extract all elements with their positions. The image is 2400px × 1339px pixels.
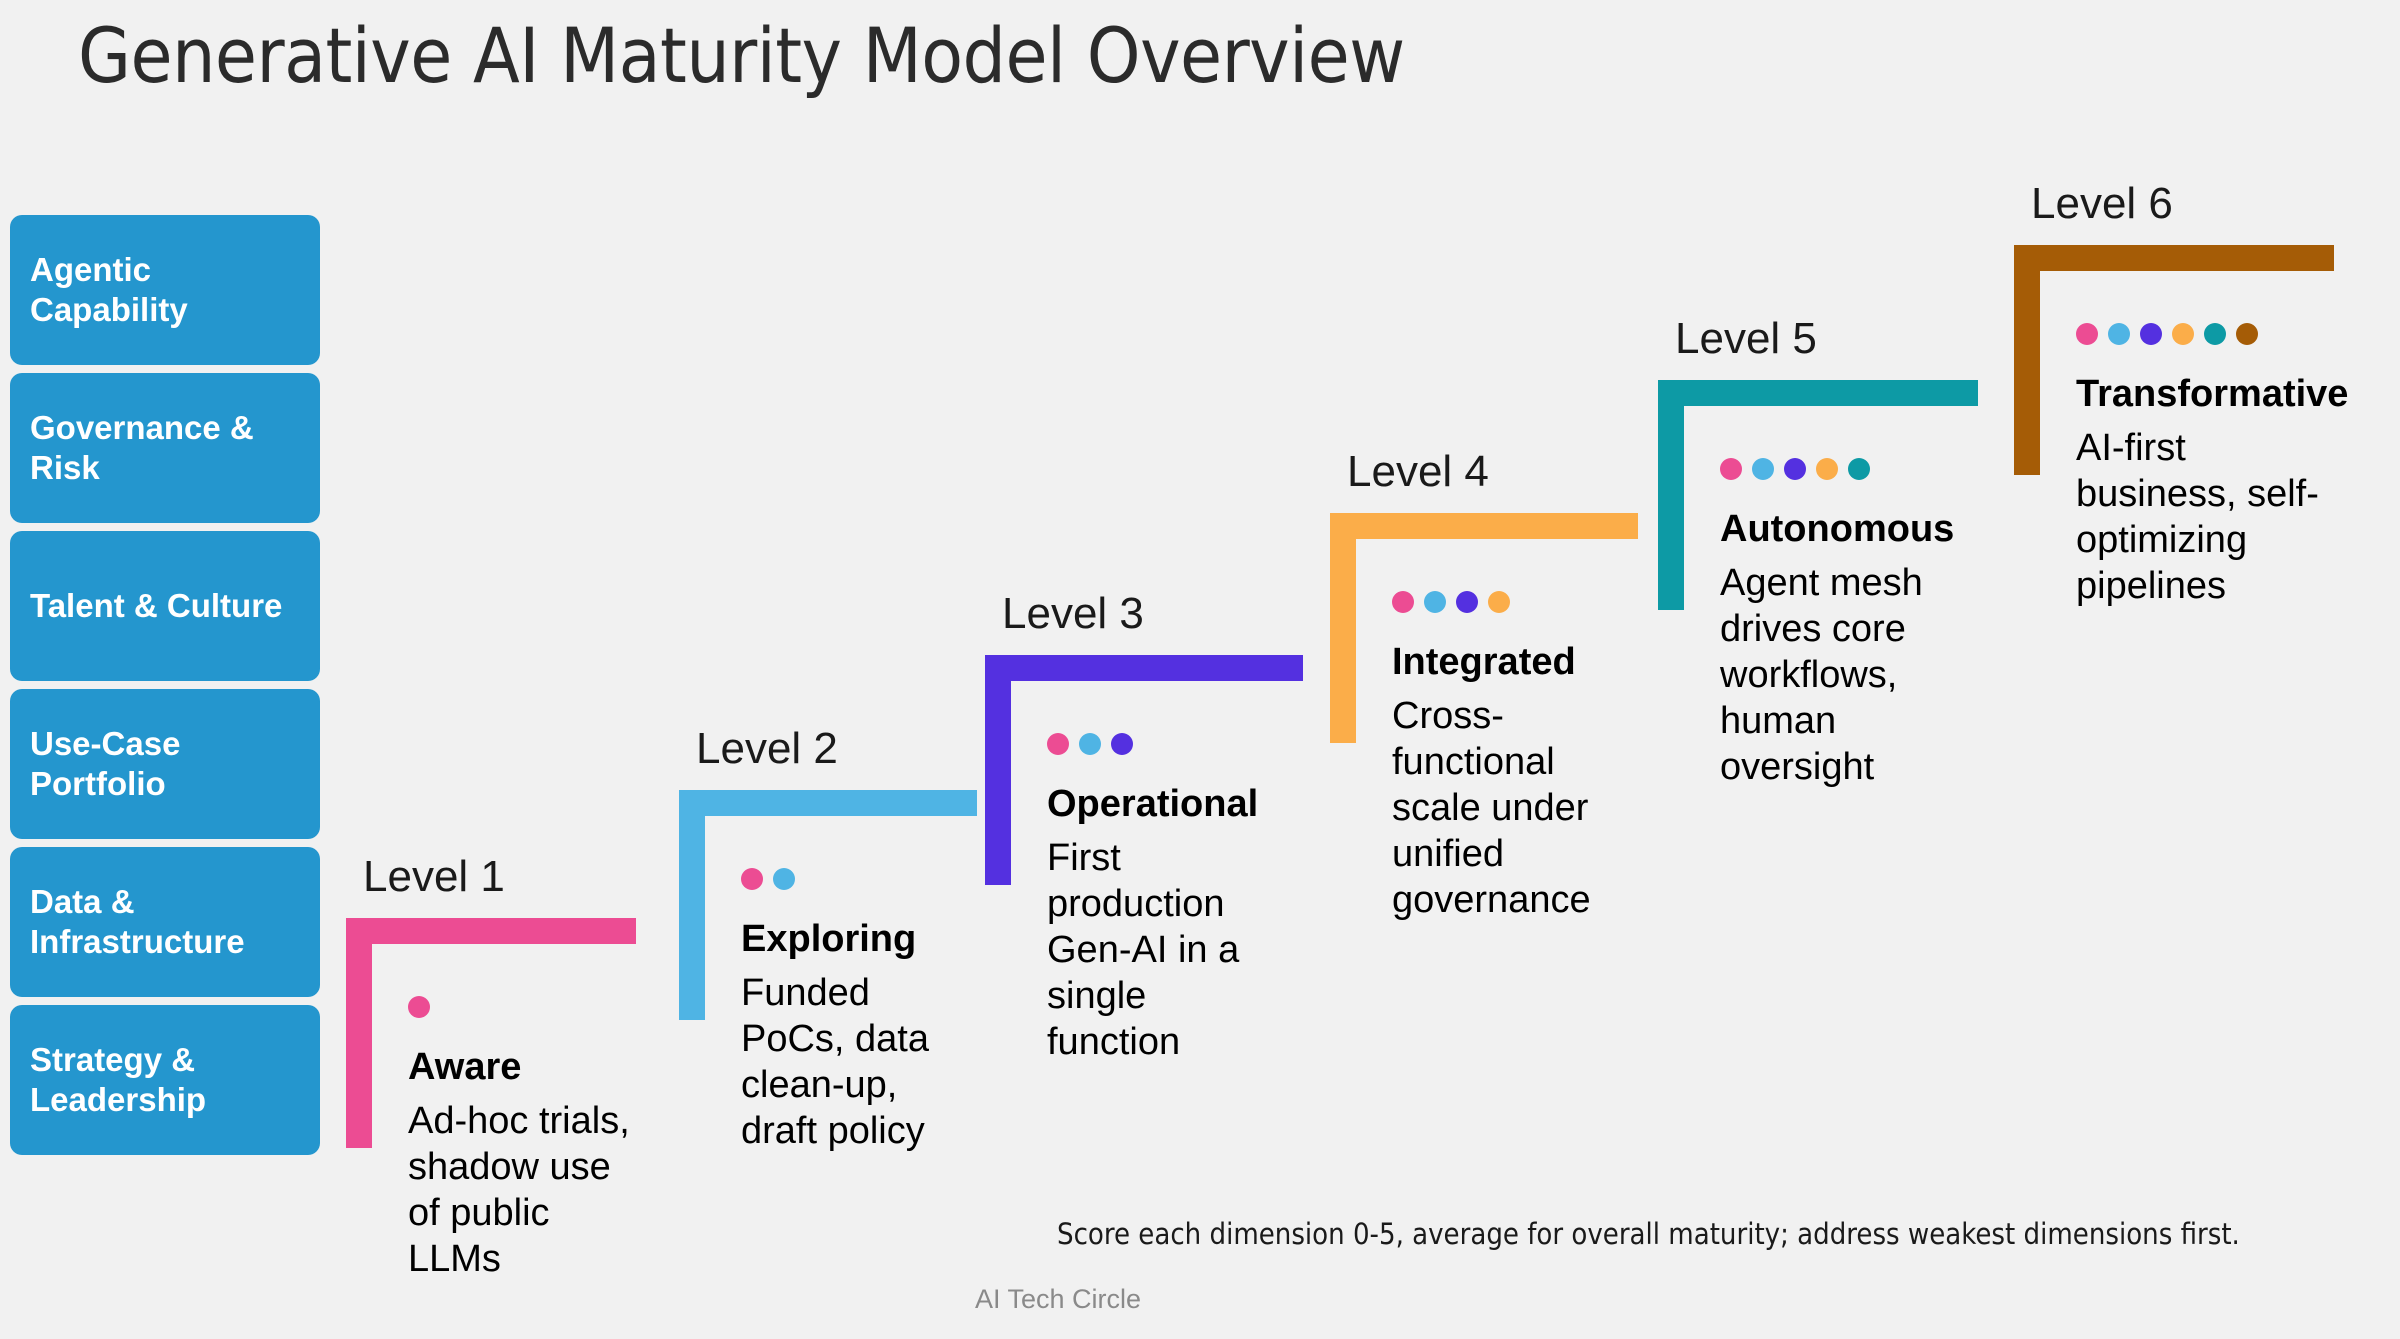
step-name: Transformative [2076, 373, 2349, 415]
score-dot [1784, 458, 1806, 480]
step-bracket-vertical [346, 918, 372, 1148]
step-description: Funded PoCs, data clean-up, draft policy [741, 972, 929, 1152]
score-dot [2204, 323, 2226, 345]
step-bracket-horizontal [1658, 380, 1978, 406]
score-dot [1488, 591, 1510, 613]
dimension-rail: Agentic Capability Governance & Risk Tal… [10, 215, 320, 1163]
step-bracket-horizontal [1330, 513, 1638, 539]
score-dot [2108, 323, 2130, 345]
step-level-label: Level 5 [1675, 314, 1817, 363]
dimension-label: Governance & Risk [30, 409, 254, 486]
score-dot [2076, 323, 2098, 345]
dimension-label: Strategy & Leadership [30, 1041, 207, 1118]
step-name: Exploring [741, 918, 917, 960]
watermark: AI Tech Circle [975, 1284, 1142, 1314]
score-dot [773, 868, 795, 890]
score-dot [1848, 458, 1870, 480]
page-title: Generative AI Maturity Model Overview [78, 11, 1405, 100]
maturity-step-4[interactable]: Level 4 Integrated Cross-functional scal… [1330, 447, 1638, 921]
dimension-box-data-infrastructure[interactable]: Data & Infrastructure [10, 847, 320, 997]
step-bracket-horizontal [985, 655, 1303, 681]
dimension-box-use-case-portfolio[interactable]: Use-Case Portfolio [10, 689, 320, 839]
step-score-dots [1720, 458, 1952, 480]
dimension-label: Talent & Culture [30, 587, 283, 624]
step-description: Cross-functional scale under unified gov… [1392, 695, 1591, 921]
step-body: Autonomous Agent mesh drives core workfl… [1720, 458, 1955, 790]
step-body: Operational First production Gen-AI in a… [1047, 733, 1279, 1065]
step-level-label: Level 6 [2031, 179, 2173, 228]
step-level-label: Level 4 [1347, 447, 1489, 496]
score-dot [1111, 733, 1133, 755]
maturity-step-5[interactable]: Level 5 Autonomous Agent mesh drives cor… [1658, 314, 1978, 788]
step-description: Ad-hoc trials, shadow use of public LLMs [408, 1100, 630, 1280]
score-dot [1456, 591, 1478, 613]
maturity-step-6[interactable]: Level 6 Transformative AI-first business… [2014, 179, 2348, 607]
step-level-label: Level 2 [696, 724, 838, 773]
score-dot [1392, 591, 1414, 613]
dimension-label: Agentic Capability [30, 251, 188, 328]
step-bracket-horizontal [346, 918, 636, 944]
step-score-dots [408, 996, 640, 1018]
score-dot [1752, 458, 1774, 480]
score-dot [1424, 591, 1446, 613]
step-body: Transformative AI-first business, self-o… [2076, 323, 2349, 609]
step-level-label: Level 3 [1002, 589, 1144, 638]
score-dot [1720, 458, 1742, 480]
score-dot [1816, 458, 1838, 480]
step-description: AI-first business, self-optimizing pipel… [2076, 427, 2319, 607]
dimension-label: Use-Case Portfolio [30, 725, 181, 802]
step-level-label: Level 1 [363, 852, 505, 901]
step-description: First production Gen-AI in a single func… [1047, 837, 1240, 1063]
step-bracket-vertical [1658, 380, 1684, 610]
maturity-step-3[interactable]: Level 3 Operational First production Gen… [985, 589, 1303, 1063]
score-dot [741, 868, 763, 890]
step-bracket-vertical [1330, 513, 1356, 743]
dimension-box-strategy-leadership[interactable]: Strategy & Leadership [10, 1005, 320, 1155]
dimension-label: Data & Infrastructure [30, 883, 245, 960]
dimension-box-governance-risk[interactable]: Governance & Risk [10, 373, 320, 523]
step-name: Integrated [1392, 641, 1576, 683]
step-bracket-vertical [679, 790, 705, 1020]
step-description: Agent mesh drives core workflows, human … [1720, 562, 1923, 788]
step-name: Autonomous [1720, 508, 1955, 550]
step-score-dots [1047, 733, 1279, 755]
score-dot [1047, 733, 1069, 755]
score-dot [1079, 733, 1101, 755]
step-body: Integrated Cross-functional scale under … [1392, 591, 1624, 923]
step-score-dots [1392, 591, 1624, 613]
maturity-step-2[interactable]: Level 2 Exploring Funded PoCs, data clea… [679, 724, 977, 1152]
step-score-dots [2076, 323, 2336, 345]
score-dot [2172, 323, 2194, 345]
step-bracket-vertical [2014, 245, 2040, 475]
step-name: Aware [408, 1046, 522, 1088]
step-bracket-horizontal [679, 790, 977, 816]
step-name: Operational [1047, 783, 1259, 825]
maturity-step-1[interactable]: Level 1 Aware Ad-hoc trials, shadow use … [346, 852, 636, 1280]
step-score-dots [741, 868, 973, 890]
score-dot [2140, 323, 2162, 345]
score-dot [2236, 323, 2258, 345]
step-bracket-horizontal [2014, 245, 2334, 271]
footer-note: Score each dimension 0-5, average for ov… [1057, 1217, 2240, 1251]
score-dot [408, 996, 430, 1018]
step-bracket-vertical [985, 655, 1011, 885]
step-body: Aware Ad-hoc trials, shadow use of publi… [408, 996, 640, 1282]
dimension-box-agentic-capability[interactable]: Agentic Capability [10, 215, 320, 365]
dimension-box-talent-culture[interactable]: Talent & Culture [10, 531, 320, 681]
step-body: Exploring Funded PoCs, data clean-up, dr… [741, 868, 973, 1154]
